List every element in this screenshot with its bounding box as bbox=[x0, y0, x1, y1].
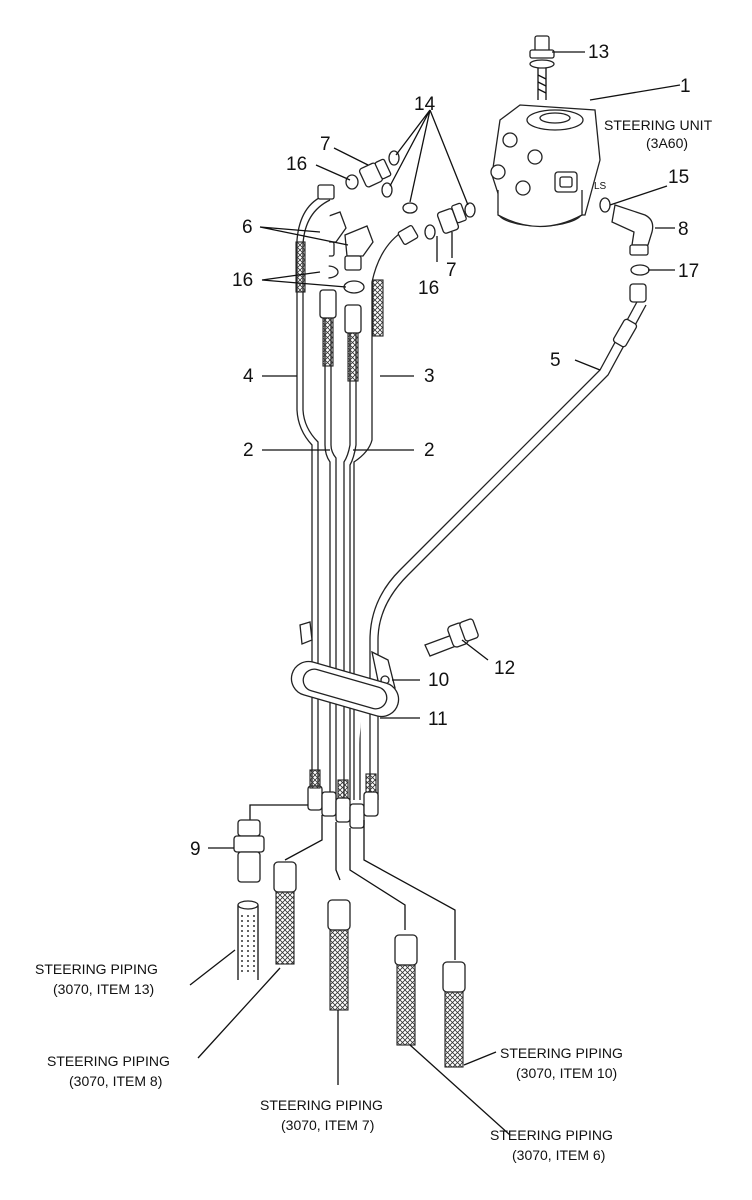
piping-10-ref: (3070, ITEM 10) bbox=[516, 1065, 617, 1081]
grommet-11 bbox=[290, 660, 400, 718]
piping-10-title: STEERING PIPING bbox=[500, 1045, 623, 1061]
callout-5: 5 bbox=[550, 350, 561, 371]
callout-7-top: 7 bbox=[320, 134, 331, 155]
piping-8-title: STEERING PIPING bbox=[47, 1053, 170, 1069]
steering-unit-ref: (3A60) bbox=[646, 135, 688, 151]
piping-item-7 bbox=[327, 899, 351, 1011]
piping-item-6 bbox=[394, 934, 418, 1046]
callout-2-right: 2 bbox=[424, 440, 435, 461]
steering-unit-label: STEERING UNIT bbox=[604, 117, 713, 133]
callout-7-mid: 7 bbox=[446, 260, 457, 281]
piping-6-ref: (3070, ITEM 6) bbox=[512, 1147, 605, 1163]
piping-item-8 bbox=[273, 861, 297, 965]
callout-16-top: 16 bbox=[286, 154, 307, 175]
callout-13: 13 bbox=[588, 42, 609, 63]
callout-17: 17 bbox=[678, 261, 699, 282]
callout-16-left: 16 bbox=[232, 270, 253, 291]
callout-9: 9 bbox=[190, 839, 201, 860]
connector-7-left bbox=[358, 158, 392, 188]
steering-unit bbox=[490, 104, 601, 228]
connector-7-right bbox=[436, 202, 467, 234]
callout-3: 3 bbox=[424, 366, 435, 387]
callout-16-mid: 16 bbox=[418, 278, 439, 299]
callout-leaders bbox=[189, 51, 681, 1136]
piping-leaders bbox=[249, 804, 456, 960]
callout-11: 11 bbox=[428, 709, 448, 730]
bolt-13 bbox=[529, 35, 555, 100]
callout-1: 1 bbox=[680, 76, 691, 97]
callout-4: 4 bbox=[243, 366, 254, 387]
ls-port-label: LS bbox=[594, 181, 607, 192]
piping-item-13 bbox=[237, 900, 259, 980]
callout-numbers: 13 1 14 7 16 15 6 8 16 16 7 17 5 4 3 2 2… bbox=[190, 42, 699, 860]
elbow-6-right bbox=[344, 225, 374, 271]
elbow-8 bbox=[611, 204, 654, 256]
callout-15: 15 bbox=[668, 167, 689, 188]
piping-8-ref: (3070, ITEM 8) bbox=[69, 1073, 162, 1089]
callout-2-left: 2 bbox=[243, 440, 254, 461]
piping-7-title: STEERING PIPING bbox=[260, 1097, 383, 1113]
callout-6: 6 bbox=[242, 217, 253, 238]
piping-6-title: STEERING PIPING bbox=[490, 1127, 613, 1143]
callout-8: 8 bbox=[678, 219, 689, 240]
piping-13-ref: (3070, ITEM 13) bbox=[53, 981, 154, 997]
callout-14: 14 bbox=[414, 94, 436, 115]
pipe-5 bbox=[369, 283, 647, 800]
hose-end-fittings bbox=[307, 769, 379, 829]
text-labels: STEERING UNIT (3A60) LS STEERING PIPING … bbox=[35, 117, 713, 1163]
adapter-9 bbox=[233, 819, 265, 883]
piping-item-10 bbox=[442, 961, 466, 1068]
callout-10: 10 bbox=[428, 670, 449, 691]
piping-7-ref: (3070, ITEM 7) bbox=[281, 1117, 374, 1133]
callout-12: 12 bbox=[494, 658, 515, 679]
piping-13-title: STEERING PIPING bbox=[35, 961, 158, 977]
